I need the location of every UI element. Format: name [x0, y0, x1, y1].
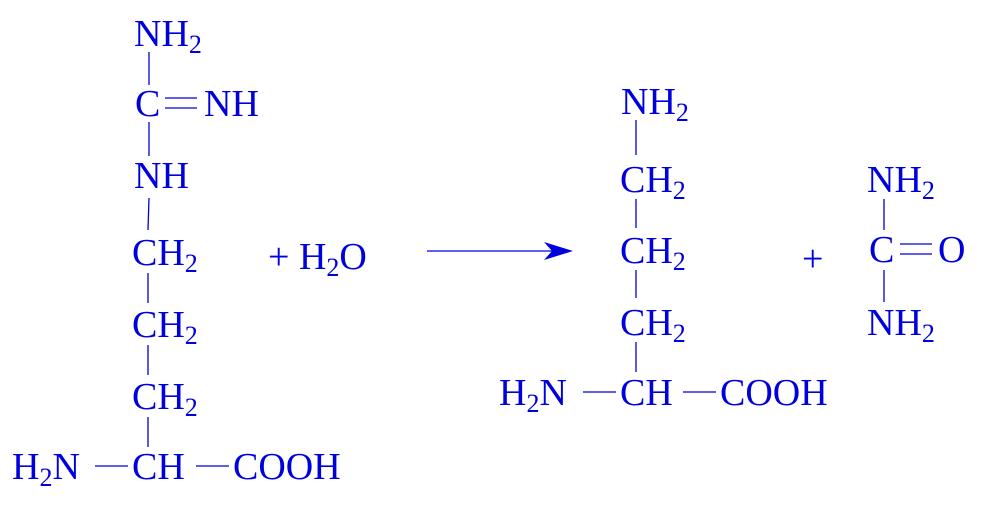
product-alpha-ch: CH [620, 372, 673, 414]
reactant-imine-nh: NH [204, 83, 259, 125]
product-ch2-1: CH2 [620, 159, 686, 205]
urea-carbon: C [869, 229, 895, 271]
reaction-arrow-head [544, 242, 573, 260]
product-carboxyl: COOH [720, 372, 828, 414]
reactant-carboxyl: COOH [233, 446, 341, 488]
reactant-ch2-3: CH2 [132, 376, 198, 422]
product-ch2-3: CH2 [620, 302, 686, 348]
reactant-ch2-1: CH2 [132, 232, 198, 278]
reactant-ch2-2: CH2 [132, 304, 198, 350]
reactant-alpha-ch: CH [132, 446, 185, 488]
reactant-imino-link-nh: NH [134, 155, 189, 197]
product-ch2-2: CH2 [620, 230, 686, 276]
urea-amine-bottom: NH2 [867, 302, 935, 348]
product-plus-sign: + [802, 238, 824, 280]
reactant-imine-carbon: C [135, 83, 161, 125]
reactant-guanidino-nh2: NH2 [134, 13, 202, 59]
water-term: + H2O [268, 236, 367, 282]
bond-nh-ch2 [147, 197, 150, 231]
product-amine-nh2: NH2 [621, 81, 689, 127]
urea-oxygen: O [938, 229, 966, 271]
reactant-amine-h2n: H2N [12, 446, 80, 492]
urea-amine-top: NH2 [867, 159, 935, 205]
product-amine-h2n: H2N [499, 372, 567, 418]
